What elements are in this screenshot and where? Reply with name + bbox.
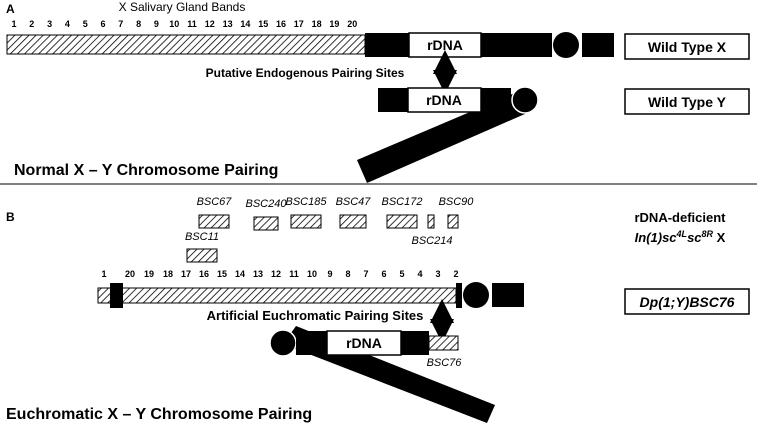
- deficiency-bar: [447, 214, 459, 229]
- x-band-number: 20: [347, 19, 357, 29]
- y-rdna-box: [407, 87, 482, 113]
- deficiency-bar: [386, 214, 418, 229]
- deficiency-bar: [253, 216, 279, 231]
- y-centromere: [511, 86, 539, 114]
- bsc76-duplication: [428, 335, 459, 351]
- x-band-number: 5: [83, 19, 88, 29]
- inverted-x-band-number: 5: [399, 269, 404, 279]
- x-band-number: 6: [100, 19, 105, 29]
- dp-y-heterochromatin-left: [296, 331, 327, 355]
- inverted-x-break-left: [110, 283, 123, 308]
- wild-type-x-label: Wild Type X: [648, 39, 727, 55]
- endogenous-pairing-label: Putative Endogenous Pairing Sites: [206, 66, 405, 80]
- y-heterochromatin-left: [378, 88, 408, 112]
- wild-type-y-label: Wild Type Y: [648, 94, 727, 110]
- x-band-number: 9: [154, 19, 159, 29]
- rdna-deficient-line2: In(1)sc4Lsc8R X: [635, 229, 726, 245]
- inverted-x-band-numbers: 1 20 19 18 17 16 15 14 13 12 11 10 9 8 7 6 5 4 3 2: [101, 269, 458, 279]
- x-band-number: 1: [11, 19, 16, 29]
- normal-pairing-caption: Normal X – Y Chromosome Pairing: [14, 162, 278, 179]
- x-rdna-label: rDNA: [427, 37, 463, 53]
- y-heterochromatin-right: [481, 88, 511, 112]
- rdna-deficient-line1: rDNA-deficient: [634, 210, 726, 225]
- deficiency-label: BSC11: [185, 231, 219, 243]
- dp-y-centromere: [269, 329, 297, 357]
- x-band-number: 10: [169, 19, 179, 29]
- inverted-x-band-number: 17: [181, 269, 191, 279]
- deficiency-label: BSC185: [286, 196, 328, 208]
- artificial-pairing-label: Artificial Euchromatic Pairing Sites: [207, 308, 424, 323]
- x-band-number: 3: [47, 19, 52, 29]
- x-band-number: 13: [223, 19, 233, 29]
- x-heterochromatin-left: [365, 33, 409, 57]
- inverted-x-band-number: 6: [381, 269, 386, 279]
- dp-label: Dp(1;Y)BSC76: [640, 294, 735, 310]
- deficiency-label: BSC214: [412, 235, 453, 247]
- deficiency-label: BSC47: [336, 196, 372, 208]
- x-band-number: 18: [312, 19, 322, 29]
- inverted-x-break-right: [456, 283, 462, 308]
- x-band-number: 14: [240, 19, 250, 29]
- inverted-x-band-number: 1: [101, 269, 106, 279]
- deficiency-bar: [198, 214, 230, 229]
- euchromatic-pairing-caption: Euchromatic X – Y Chromosome Pairing: [6, 406, 312, 423]
- dp-label-box: [624, 288, 750, 315]
- x-band-number: 7: [118, 19, 123, 29]
- panel-b-letter: B: [6, 210, 15, 224]
- inverted-x-band-number: 12: [271, 269, 281, 279]
- deficiency-label: BSC90: [439, 196, 475, 208]
- inverted-x-band-number: 15: [217, 269, 227, 279]
- x-band-number: 12: [205, 19, 215, 29]
- deficiency-label: BSC240: [246, 198, 288, 210]
- wild-type-y-box: [624, 88, 750, 115]
- inverted-x-hatched: [97, 287, 457, 304]
- x-right-arm: [582, 33, 614, 57]
- x-heterochromatin-right: [481, 33, 552, 57]
- inverted-x-band-number: 11: [289, 269, 299, 279]
- inverted-x-band-number: 18: [163, 269, 173, 279]
- y-long-arm: [357, 89, 534, 183]
- deficiency-bar: [186, 248, 218, 263]
- x-band-number: 16: [276, 19, 286, 29]
- x-band-number: 17: [294, 19, 304, 29]
- inverted-x-band-number: 8: [345, 269, 350, 279]
- deficiency-bar: [339, 214, 367, 229]
- deficiency-label: BSC67: [197, 196, 233, 208]
- x-band-number: 2: [29, 19, 34, 29]
- wild-type-x-box: [624, 33, 750, 60]
- x-euchromatin-hatched: [6, 34, 366, 55]
- x-centromere: [553, 32, 579, 58]
- salivary-bands-title: X Salivary Gland Bands: [119, 0, 246, 14]
- dp-y-heterochromatin-right: [401, 331, 429, 355]
- inverted-x-band-number: 4: [417, 269, 422, 279]
- inverted-x-right-arm: [492, 283, 524, 307]
- panel-a-letter: A: [6, 2, 15, 16]
- bsc76-label: BSC76: [427, 357, 463, 369]
- inverted-x-band-number: 19: [144, 269, 154, 279]
- inverted-x-band-number: 13: [253, 269, 263, 279]
- x-band-number: 19: [329, 19, 339, 29]
- inverted-x-band-number: 2: [453, 269, 458, 279]
- inverted-x-band-number: 20: [125, 269, 135, 279]
- x-band-number: 8: [136, 19, 141, 29]
- inverted-x-band-number: 10: [307, 269, 317, 279]
- x-band-number: 15: [258, 19, 268, 29]
- dp-y-rdna-label: rDNA: [346, 335, 382, 351]
- x-band-number: 4: [65, 19, 70, 29]
- inverted-x-centromere: [463, 282, 489, 308]
- deficiency-bar: [427, 214, 435, 229]
- inverted-x-band-number: 14: [235, 269, 245, 279]
- y-rdna-label: rDNA: [426, 92, 462, 108]
- inverted-x-band-number: 9: [327, 269, 332, 279]
- deficiency-label: BSC172: [382, 196, 423, 208]
- inverted-x-band-number: 7: [363, 269, 368, 279]
- deficiency-bar: [290, 214, 322, 229]
- inverted-x-band-number: 16: [199, 269, 209, 279]
- x-band-number: 11: [187, 19, 197, 29]
- inverted-x-band-number: 3: [435, 269, 440, 279]
